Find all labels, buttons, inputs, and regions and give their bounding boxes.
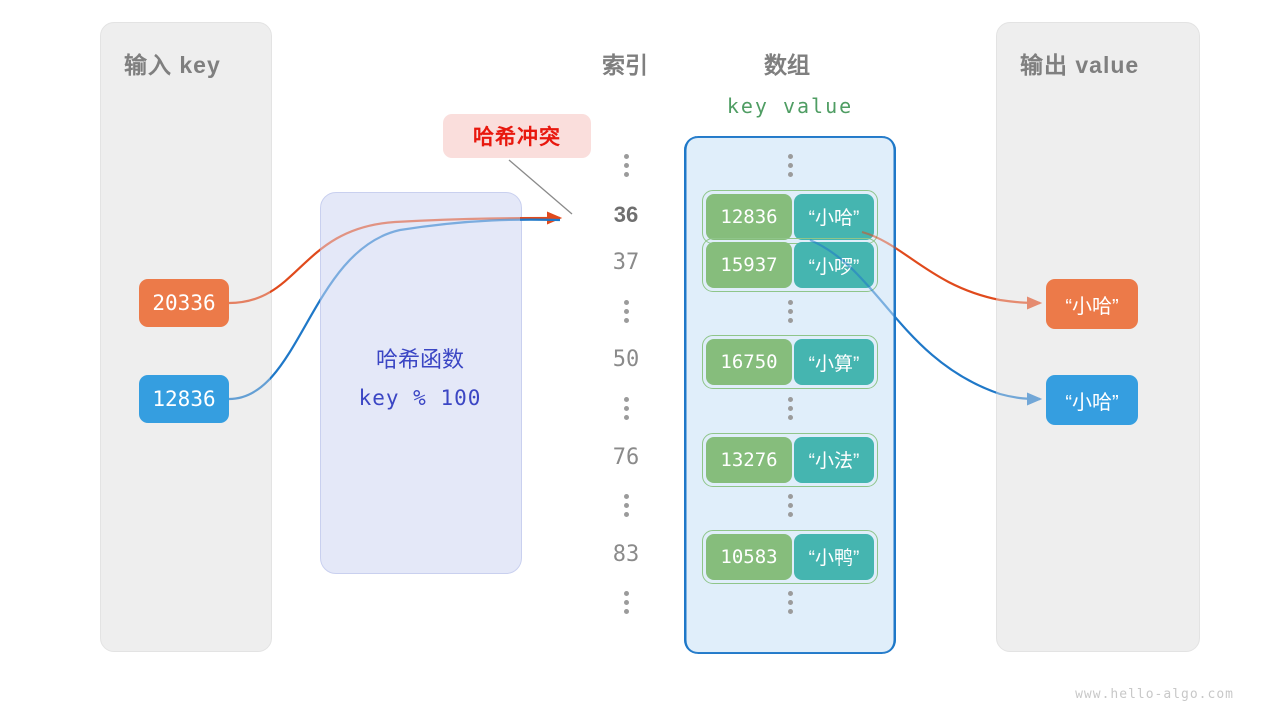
array-entry: 12836“小哈” bbox=[702, 189, 878, 244]
entry-key: 13276 bbox=[706, 436, 792, 483]
ellipsis-icon bbox=[580, 154, 672, 177]
ellipsis-icon bbox=[580, 397, 672, 420]
hash-function-name: 哈希函数 bbox=[375, 347, 464, 372]
input-panel-title: 输入 key bbox=[124, 52, 221, 78]
entry-key: 10583 bbox=[706, 533, 792, 580]
ellipsis-icon bbox=[684, 299, 896, 323]
array-index-label: 50 bbox=[612, 347, 640, 373]
ellipsis-icon bbox=[580, 591, 672, 615]
ellipsis-icon bbox=[580, 494, 672, 518]
array-index-label: 76 bbox=[612, 444, 640, 470]
output-value-chip: “小哈” bbox=[1046, 375, 1138, 425]
watermark: www.hello-algo.com bbox=[1075, 687, 1234, 702]
output-panel-title: 输出 value bbox=[1020, 52, 1140, 78]
array-index-label: 83 bbox=[612, 541, 640, 567]
array-index-label: 37 bbox=[612, 250, 640, 276]
ellipsis-icon bbox=[684, 154, 896, 177]
output-value-chip: “小哈” bbox=[1046, 279, 1138, 329]
hash-collision-badge: 哈希冲突 bbox=[443, 114, 591, 158]
entry-value: “小啰” bbox=[794, 242, 874, 289]
input-key-chip: 20336 bbox=[139, 279, 229, 327]
array-entry: 15937“小啰” bbox=[702, 238, 878, 293]
array-entry: 10583“小鸭” bbox=[702, 529, 878, 584]
hash-function-box bbox=[320, 192, 522, 574]
ellipsis-icon bbox=[580, 299, 672, 323]
entry-key: 16750 bbox=[706, 339, 792, 386]
index-column-header: 索引 bbox=[602, 52, 648, 78]
hash-function-expression: key % 100 bbox=[358, 386, 482, 410]
entry-value: “小法” bbox=[794, 436, 874, 483]
ellipsis-icon bbox=[684, 591, 896, 615]
input-key-chip: 12836 bbox=[139, 375, 229, 423]
entry-value: “小哈” bbox=[794, 193, 874, 240]
ellipsis-icon bbox=[684, 397, 896, 420]
array-column-header: 数组 bbox=[764, 52, 810, 78]
entry-key: 15937 bbox=[706, 242, 792, 289]
array-entry: 16750“小算” bbox=[702, 335, 878, 390]
output-value-panel bbox=[996, 22, 1200, 652]
ellipsis-icon bbox=[684, 494, 896, 518]
input-key-panel bbox=[100, 22, 272, 652]
key-value-header: key value bbox=[726, 94, 854, 118]
entry-value: “小鸭” bbox=[794, 533, 874, 580]
array-index-label: 36 bbox=[613, 201, 639, 227]
array-entry: 13276“小法” bbox=[702, 432, 878, 487]
entry-key: 12836 bbox=[706, 193, 792, 240]
entry-value: “小算” bbox=[794, 339, 874, 386]
